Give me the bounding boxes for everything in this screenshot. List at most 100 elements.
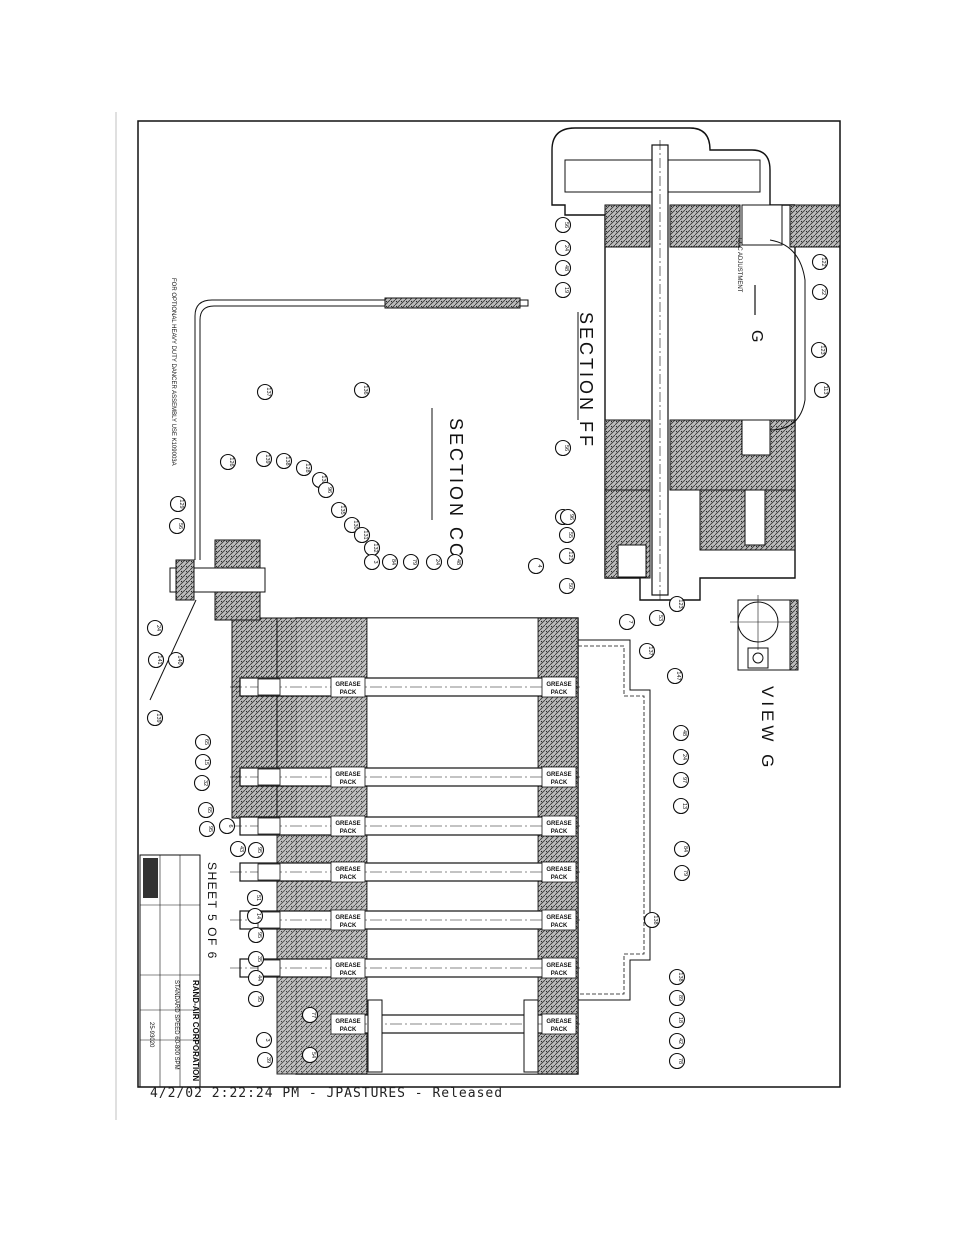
balloon-callout: 35 (247, 950, 265, 968)
balloon-number: 130 (320, 475, 326, 484)
balloon-number: 126 (228, 457, 234, 466)
balloon-number: 54 (310, 1052, 316, 1058)
grease-pack-box (541, 1013, 577, 1035)
balloon-callout: 95 (198, 820, 216, 838)
balloon-callout: 139 (146, 709, 164, 727)
balloon-number: 137 (647, 646, 653, 655)
balloon-number: 137 (265, 387, 271, 396)
balloon-number: 6 (227, 824, 233, 827)
balloon-number: 24 (434, 559, 440, 565)
drawing-border (137, 120, 841, 1088)
balloon-number: 122 (820, 257, 826, 266)
balloon-callout: 141 (147, 651, 165, 669)
balloon-callout: 147 (666, 667, 684, 685)
grease-pack-box (541, 676, 577, 698)
balloon-number: 96 (568, 514, 574, 520)
balloon-callout: 138 (643, 911, 661, 929)
balloon-callout: 53 (648, 609, 666, 627)
balloon-callout: 48 (446, 553, 464, 571)
roller-end-left (367, 999, 383, 1073)
balloon-number: 95 (256, 996, 262, 1002)
balloon-callout: 97 (672, 771, 690, 789)
balloon-number: 84 (682, 846, 688, 852)
pack-label: PACK (551, 923, 568, 929)
grease-pack-box (330, 861, 366, 883)
balloon-number: 136 (362, 385, 368, 394)
balloon-number: 139 (264, 454, 270, 463)
pack-label: PACK (340, 780, 357, 786)
balloon-callout: 139 (255, 450, 273, 468)
grease-pack-box (330, 676, 366, 698)
grease-label: GREASE (335, 1019, 360, 1025)
balloon-callout: 3 (363, 553, 381, 571)
balloon-number: 84 (390, 559, 396, 565)
grease-pack-box (330, 815, 366, 837)
balloon-number: 132 (372, 543, 378, 552)
balloon-number: 3 (372, 560, 378, 563)
balloon-callout: 113 (813, 381, 831, 399)
balloon-number: 55 (567, 532, 573, 538)
balloon-number: 4 (536, 564, 542, 567)
grease-label: GREASE (546, 682, 571, 688)
balloon-callout: 123 (810, 341, 828, 359)
balloon-number: 95 (256, 847, 262, 853)
balloon-callout: 123 (558, 547, 576, 565)
balloon-callout: 79 (402, 553, 420, 571)
balloon-callout: 44 (247, 969, 265, 987)
balloon-callout: 138 (668, 968, 686, 986)
balloon-callout: 55 (558, 526, 576, 544)
drawing-title: STANDARD SPEED 60-800 SPM (173, 980, 179, 1070)
balloon-callout: 19 (554, 281, 572, 299)
balloon-number: 48 (563, 265, 569, 271)
balloon-number: 19 (563, 287, 569, 293)
status-footer: 4/2/02 2:22:24 PM - JPASTURES - Released (150, 1086, 504, 1101)
grease-pack-box (541, 861, 577, 883)
grease-label: GREASE (335, 867, 360, 873)
balloon-number: 48 (455, 559, 461, 565)
grease-label: GREASE (546, 915, 571, 921)
balloon-callout: 51 (246, 889, 264, 907)
section-ff-view (551, 127, 841, 601)
balloon-callout: 140 (167, 651, 185, 669)
balloon-callout: 122 (811, 253, 829, 271)
balloon-callout: 15 (194, 753, 212, 771)
balloon-number: 123 (677, 599, 683, 608)
balloon-number: 95 (207, 826, 213, 832)
balloon-number: 140 (176, 655, 182, 664)
section-cc-title: SECTION CC (446, 418, 466, 559)
balloon-number: 56 (563, 222, 569, 228)
balloon-callout: 130 (343, 516, 361, 534)
bearing (257, 959, 281, 977)
balloon-callout: 95 (247, 990, 265, 1008)
balloon-number: 78 (677, 1058, 683, 1064)
pack-label: PACK (340, 690, 357, 696)
balloon-number: 138 (677, 972, 683, 981)
balloon-callout: 32 (193, 774, 211, 792)
balloon-callout: 14 (246, 907, 264, 925)
balloon-number: 79 (682, 870, 688, 876)
balloon-callout: 22 (811, 283, 829, 301)
balloon-callout: 96 (559, 508, 577, 526)
balloon-number: 56 (177, 523, 183, 529)
balloon-callout: 135 (330, 501, 348, 519)
grease-pack-box (541, 815, 577, 837)
balloon-callout: 24 (672, 748, 690, 766)
shaft-group: GREASE PACK GREASE PACK GREASE PACK GREASE PACK… (230, 676, 580, 1073)
balloon-number: 139 (155, 713, 161, 722)
balloon-number: 24 (681, 754, 687, 760)
pack-label: PACK (551, 829, 568, 835)
pack-label: PACK (340, 923, 357, 929)
balloon-number: 95 (256, 932, 262, 938)
balloon-callout: 79 (673, 864, 691, 882)
balloon-callout: 123 (668, 595, 686, 613)
company-name: RAND-AIR CORPORATION (191, 980, 200, 1081)
balloon-callout: 3 (255, 1031, 273, 1049)
balloon-callout: 48 (672, 724, 690, 742)
balloon-number: 135 (339, 505, 345, 514)
balloon-callout: 6 (218, 817, 236, 835)
view-g-detail (730, 595, 799, 671)
sheet-number: SHEET 5 OF 6 (205, 862, 219, 960)
grease-pack-box (330, 957, 366, 979)
balloon-number: 131 (362, 530, 368, 539)
